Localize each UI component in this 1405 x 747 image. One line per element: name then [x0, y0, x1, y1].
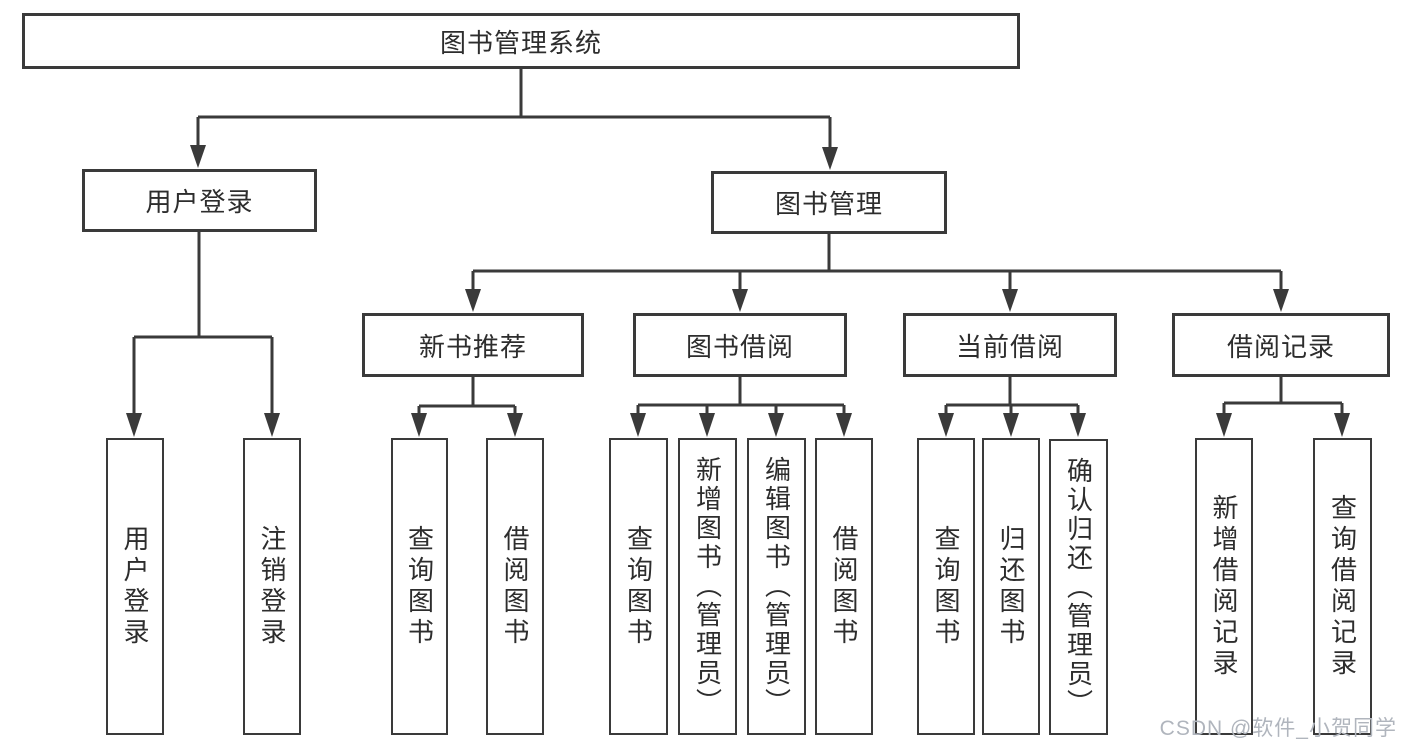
- node-leaf-rec-borrow-books: 借阅图书: [486, 438, 544, 735]
- edge-new-book-rec-to-leaves: [411, 377, 523, 437]
- edge-root-to-level2: [190, 69, 838, 170]
- node-book-management: 图书管理: [711, 171, 947, 234]
- node-leaf-bb-borrow-books: 借阅图书: [815, 438, 873, 735]
- node-book-borrowing: 图书借阅: [633, 313, 847, 377]
- node-user-login: 用户登录: [82, 169, 317, 232]
- node-leaf-br-query-record: 查询借阅记录: [1313, 438, 1372, 735]
- node-leaf-bb-edit-books-admin: 编辑图书（管理员）: [747, 438, 806, 735]
- edge-borrow-records-to-leaves: [1216, 377, 1350, 437]
- node-leaf-cb-query-books: 查询图书: [917, 438, 975, 735]
- node-leaf-bb-query-books: 查询图书: [609, 438, 668, 735]
- edge-book-borrow-to-leaves: [630, 377, 852, 437]
- node-leaf-bb-add-books-admin: 新增图书（管理员）: [678, 438, 737, 735]
- node-new-book-recommendation: 新书推荐: [362, 313, 584, 377]
- node-leaf-br-add-record: 新增借阅记录: [1195, 438, 1253, 735]
- csdn-watermark: CSDN @软件_小贺同学: [1159, 717, 1397, 740]
- node-leaf-cb-confirm-return-admin: 确认归还（管理员）: [1049, 439, 1108, 735]
- edge-book-mgmt-to-level3: [465, 234, 1289, 312]
- node-leaf-cb-return-books: 归还图书: [982, 438, 1040, 735]
- node-leaf-logout: 注销登录: [243, 438, 301, 735]
- node-borrowing-records: 借阅记录: [1172, 313, 1390, 377]
- edge-current-borrow-to-leaves: [938, 377, 1086, 437]
- edge-user-login-to-leaves: [126, 232, 280, 437]
- node-leaf-user-login: 用户登录: [106, 438, 164, 735]
- node-leaf-rec-query-books: 查询图书: [391, 438, 448, 735]
- node-current-borrowing: 当前借阅: [903, 313, 1117, 377]
- node-root-system: 图书管理系统: [22, 13, 1020, 69]
